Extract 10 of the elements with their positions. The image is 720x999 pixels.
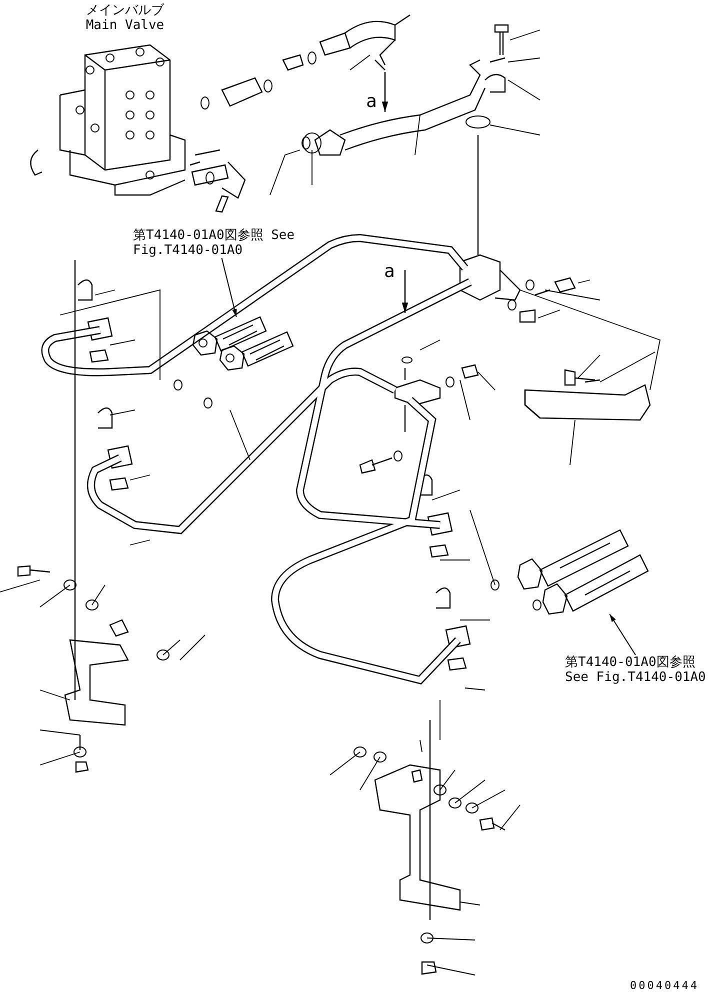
hose-pair-drawing [192,316,294,371]
leader-line [221,258,237,318]
reference-note: 第T4140-01A0図参照 See Fig.T4140-01A0 [565,655,720,685]
view-letter: a [366,92,378,112]
part-caption: メインバルブ Main Valve [84,3,166,33]
view-letter: a [384,262,396,282]
hose-pair-drawing [517,529,649,615]
reference-note: 第T4140-01A0図参照 See Fig.T4140-01A0 [133,228,303,258]
drawing-number: 00040444 [630,978,700,993]
leader-line [609,614,636,656]
